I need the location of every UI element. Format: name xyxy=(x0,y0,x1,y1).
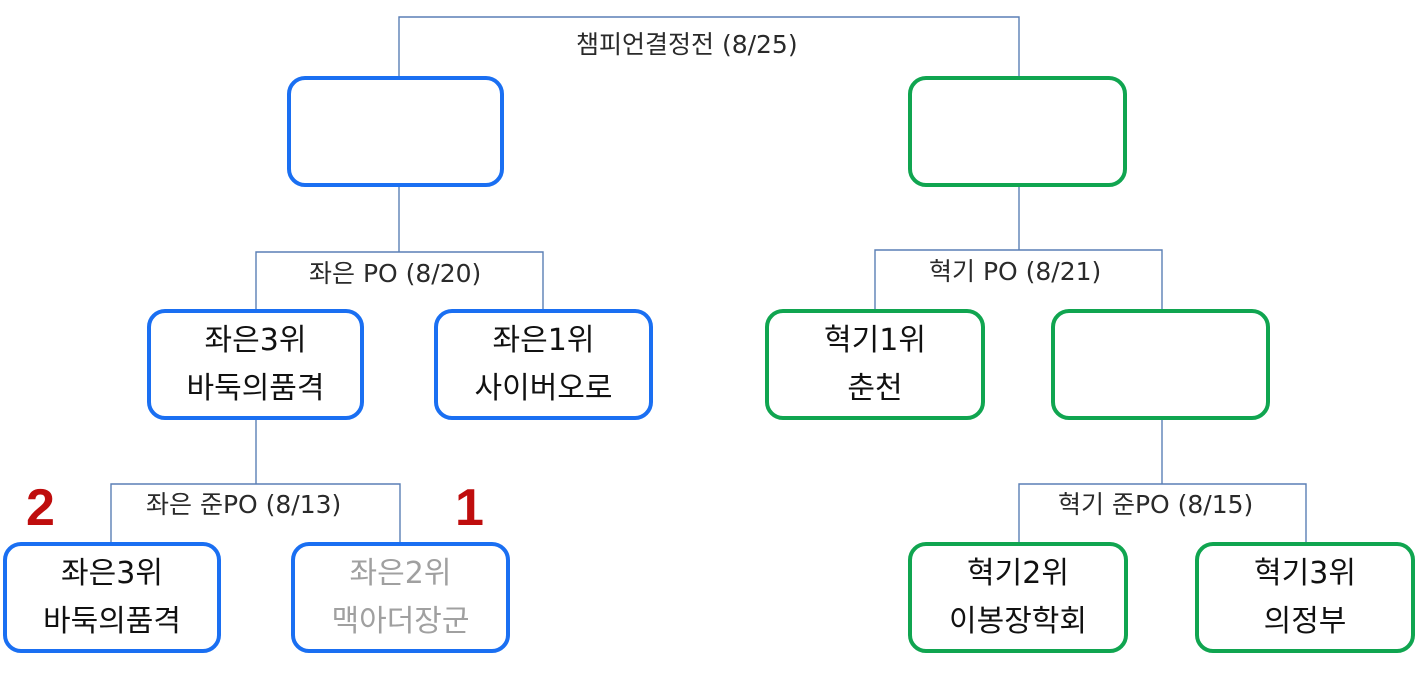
final-slot-left xyxy=(287,76,504,187)
team-seed: 좌은2위 xyxy=(349,555,452,591)
right-po-team-b xyxy=(1051,309,1270,420)
team-seed: 혁기3위 xyxy=(1254,555,1356,591)
team-name: 의정부 xyxy=(1263,603,1347,639)
team-name: 바둑의품격 xyxy=(43,603,181,639)
team-name: 바둑의품격 xyxy=(186,370,325,406)
left-quarter-score-a: 2 xyxy=(26,479,55,537)
team-seed: 좌은3위 xyxy=(61,555,163,591)
left-po-team-a: 좌은3위 바둑의품격 xyxy=(147,309,364,420)
left-po-round-label: 좌은 PO (8/20) xyxy=(309,259,482,288)
left-quarter-team-a: 좌은3위 바둑의품격 xyxy=(3,542,221,653)
team-name: 사이버오로 xyxy=(474,370,613,406)
right-po-connector xyxy=(874,249,1163,310)
final-round-label: 챔피언결정전 (8/25) xyxy=(576,30,798,59)
team-seed: 혁기1위 xyxy=(824,322,926,358)
team-seed: 혁기2위 xyxy=(967,555,1069,591)
right-po-round-label: 혁기 PO (8/21) xyxy=(929,257,1102,286)
team-name: 맥아더장군 xyxy=(331,603,470,639)
right-quarter-team-a: 혁기2위 이봉장학회 xyxy=(908,542,1128,653)
team-seed: 좌은3위 xyxy=(204,322,307,358)
team-name: 춘천 xyxy=(847,370,903,406)
team-name: 이봉장학회 xyxy=(949,603,1087,639)
left-quarter-round-label: 좌은 준PO (8/13) xyxy=(146,490,342,519)
left-quarter-team-b: 좌은2위 맥아더장군 xyxy=(291,542,510,653)
left-po-connector xyxy=(255,251,544,310)
left-quarter-connector xyxy=(110,483,401,543)
left-quarter-score-b: 1 xyxy=(455,479,484,537)
right-quarter-team-b: 혁기3위 의정부 xyxy=(1195,542,1415,653)
team-seed: 좌은1위 xyxy=(492,322,595,358)
final-connector xyxy=(398,16,1020,76)
final-slot-right xyxy=(908,76,1127,187)
left-po-team-b: 좌은1위 사이버오로 xyxy=(434,309,653,420)
right-quarter-connector xyxy=(1018,483,1307,543)
right-po-team-a: 혁기1위 춘천 xyxy=(765,309,985,420)
right-quarter-round-label: 혁기 준PO (8/15) xyxy=(1058,490,1254,519)
